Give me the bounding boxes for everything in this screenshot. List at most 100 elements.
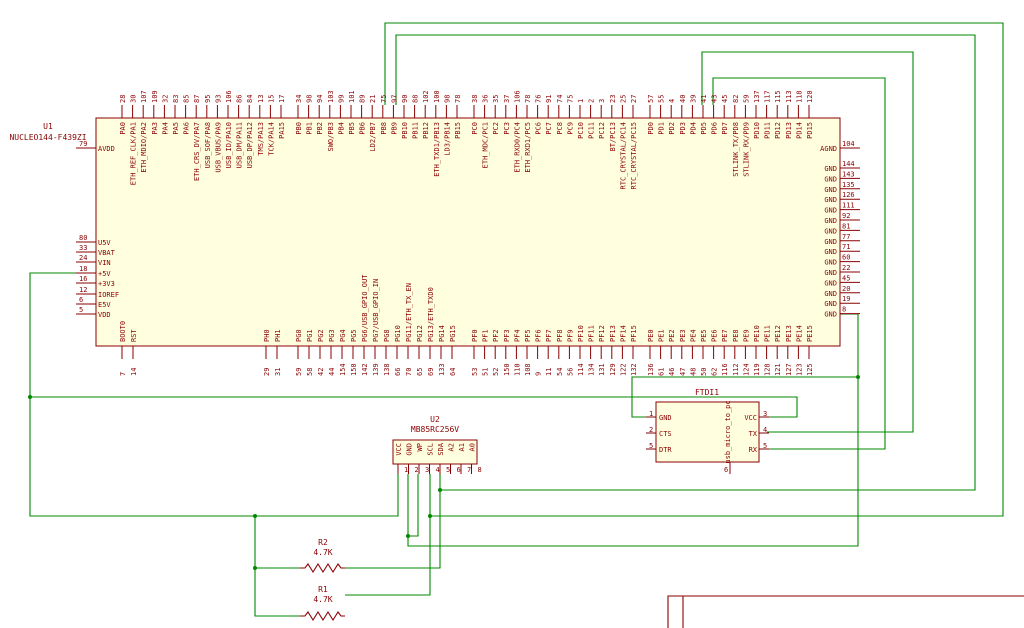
u1-right-pin-number: 19	[842, 295, 850, 303]
u1-left-pin-number: 6	[79, 296, 83, 304]
junction-d	[253, 566, 257, 570]
u1-bottom-pin-number: 121	[774, 363, 782, 376]
u1-top-pin-number: 37	[503, 95, 511, 103]
u1-top-pin-number: 28	[119, 95, 127, 103]
u1-right-pin-label: GND	[824, 311, 837, 319]
u1-right-pin-number: 104	[842, 140, 855, 148]
u1-top-pin-label: ETH_MDIO/PA2	[140, 122, 148, 173]
u1-right-pin-label: GND	[824, 165, 837, 173]
u1-top-pin-number: 74	[556, 95, 564, 103]
u1-top-pin-label: LD2/PB7	[369, 122, 377, 152]
wire-sda	[345, 474, 441, 569]
ftdi-right-pin-label: RX	[749, 446, 758, 454]
u1-bottom-pin-number: 64	[449, 368, 457, 376]
u1-top-pin-number: 23	[609, 95, 617, 103]
u2-pin-number: 1	[404, 466, 408, 474]
u1-top-pin-number: 113	[785, 90, 793, 103]
u1-top-pin-label: TCK/PA14	[267, 122, 275, 156]
junction-e	[428, 514, 432, 518]
ftdi-left-pin-label: GND	[659, 414, 672, 422]
wire-5v	[29, 272, 399, 517]
u2-pin-number: 3	[425, 466, 429, 474]
u1-bottom-pin-label: PE8	[732, 329, 740, 342]
u1-bottom-pin-label: PF0	[471, 329, 479, 342]
u1-ref: U1	[43, 122, 53, 131]
u1-left-pin-number: 80	[79, 234, 87, 242]
u1-top-pins: 28PA030ETH_REF_CLK/PA1107ETH_MDIO/PA2109…	[119, 90, 814, 189]
u1-right-pin-number: 71	[842, 243, 850, 251]
u2-pin-number: 5	[446, 466, 450, 474]
u1-right-pin-number: 22	[842, 264, 850, 272]
u1-top-pin-label: PB15	[454, 122, 462, 139]
u1-left-pin-label: AVDD	[98, 145, 115, 153]
u1-top-pin-number: 103	[327, 90, 335, 103]
u1-top-pin-label: PD14	[795, 122, 803, 139]
u1-top-pin-label: ETH_REF_CLK/PA1	[130, 122, 138, 185]
u1-top-pin-number: 100	[433, 90, 441, 103]
u1-top-pin-label: PC0	[471, 122, 479, 135]
u1-bottom-pins: 7BOOT014RST29PH031PH159PG058PG142PG244PG…	[119, 274, 814, 376]
u1-top-pin-label: PB0	[295, 122, 303, 135]
u1-top-pin-label: PD12	[774, 122, 782, 139]
ftdi-ref: FTDI1	[695, 388, 719, 397]
u1-top-pin-number: 38	[471, 95, 479, 103]
u1-bottom-pin-label: PG7/USB_GPIO_IN	[372, 279, 380, 342]
u1-left-pin-number: 24	[79, 254, 87, 262]
u1-bottom-pin-number: 48	[689, 368, 697, 376]
u1-right-pin-number: 144	[842, 160, 855, 168]
u1-left-pin-label: U5V	[98, 239, 111, 247]
u1-value: NUCLEO144-F439ZI	[9, 133, 86, 142]
u1-bottom-pin-number: 119	[753, 363, 761, 376]
u1-bottom-pin-label: BOOT0	[119, 321, 127, 342]
u1-nucleo-symbol: U1 NUCLEO144-F439ZI 28PA030ETH_REF_CLK/P…	[9, 90, 860, 376]
u2-pin-number: 8	[478, 466, 482, 474]
u1-right-pin-number: 8	[842, 306, 846, 314]
u1-top-pin-label: PD13	[785, 122, 793, 139]
u1-bottom-pin-number: 47	[679, 368, 687, 376]
wire-pd5-loop	[701, 51, 914, 433]
u1-top-pin-label: PD6	[711, 122, 719, 135]
u1-top-pin-number: 82	[732, 95, 740, 103]
u2-ref: U2	[430, 415, 440, 424]
u1-bottom-pin-label: PG6/USB_GPIO_OUT	[361, 274, 369, 342]
u1-bottom-pin-label: PG3	[328, 329, 336, 342]
u1-left-pin-number: 5	[79, 306, 83, 314]
net-wires	[28, 22, 1004, 617]
u1-bottom-pin-label: PE12	[774, 325, 782, 342]
u1-top-pin-number: 59	[742, 95, 750, 103]
u1-bottom-pin-number: 11	[545, 368, 553, 376]
u1-top-pin-label: PD0	[647, 122, 655, 135]
u1-top-pin-number: 137	[753, 90, 761, 103]
u1-top-pin-number: 106	[225, 90, 233, 103]
wire-pb9-top-loop	[395, 34, 976, 491]
u1-right-pin-label: GND	[824, 290, 837, 298]
u1-top-pin-label: SWO/PB3	[327, 122, 335, 152]
u1-bottom-pin-number: 66	[394, 368, 402, 376]
u1-right-pin-label: GND	[824, 259, 837, 267]
u1-bottom-pin-number: 14	[130, 368, 138, 376]
u1-top-pin-label: USB_SOF/PA8	[204, 122, 212, 168]
u1-bottom-pin-label: PE13	[785, 325, 793, 342]
u1-top-pin-number: 87	[193, 95, 201, 103]
u1-top-pin-number: 43	[711, 95, 719, 103]
ftdi-left-pin-number: 5	[649, 442, 653, 450]
u1-bottom-pin-number: 61	[658, 368, 666, 376]
u1-right-pin-number: 77	[842, 233, 850, 241]
u1-bottom-pin-label: PG12	[416, 325, 424, 342]
junction-b	[856, 375, 860, 379]
wire-pb8-top-loop	[384, 22, 1004, 517]
u1-top-pin-label: PC2	[492, 122, 500, 135]
u1-left-pin-label: +3V3	[98, 280, 115, 288]
r1-body	[300, 610, 345, 622]
u1-top-pin-label: PB11	[412, 122, 420, 139]
u1-bottom-pin-number: 127	[785, 363, 793, 376]
u1-top-pin-number: 36	[482, 95, 490, 103]
u1-top-pin-label: PD5	[700, 122, 708, 135]
u1-top-pin-label: ETH_CRS_DV/PA7	[193, 122, 201, 181]
u2-pin-number: 7	[467, 466, 471, 474]
u1-top-pin-label: TMS/PA13	[257, 122, 265, 156]
u1-top-pin-label: PB10	[401, 122, 409, 139]
u1-top-pin-number: 15	[267, 95, 275, 103]
u1-top-pin-number: 40	[679, 95, 687, 103]
